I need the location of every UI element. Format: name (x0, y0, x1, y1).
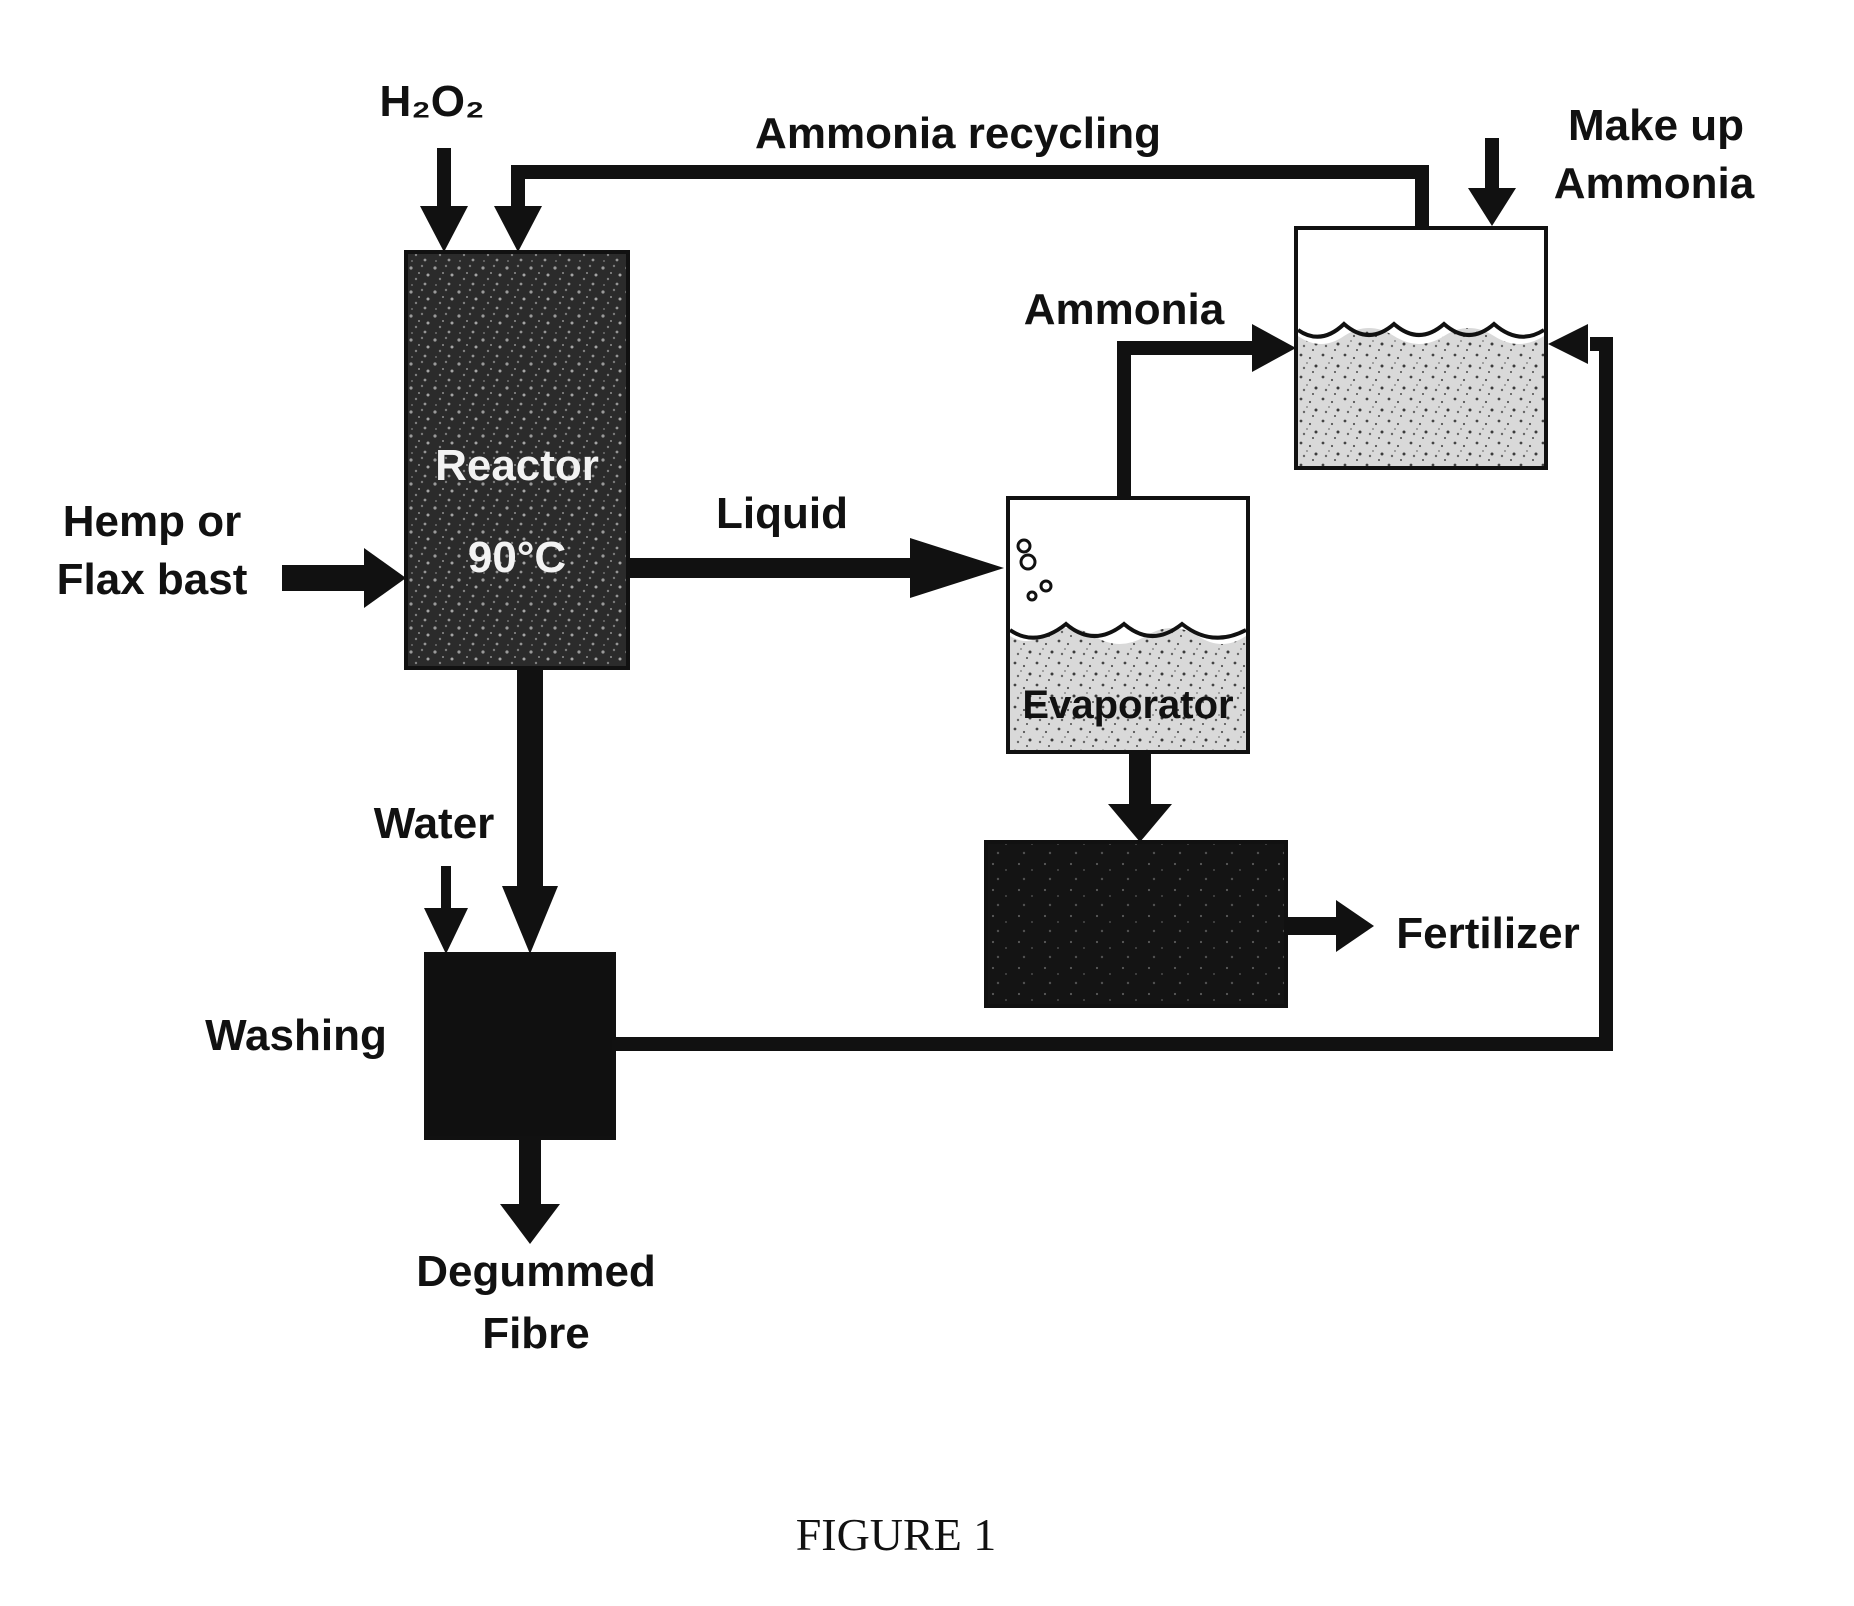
figure-caption: FIGURE 1 (796, 1509, 997, 1560)
fertilizer-tank (986, 842, 1286, 1006)
ammonia-tank (1296, 228, 1546, 468)
hemp-feed-arrow (282, 548, 406, 608)
flax-bast-label: Flax bast (57, 555, 248, 604)
water-label: Water (374, 799, 495, 848)
washing-unit (426, 954, 614, 1138)
liquid-flow-arrow (628, 538, 1004, 598)
ammonia-label: Ammonia (1024, 285, 1225, 334)
evaporator-label: Evaporator (1022, 683, 1233, 727)
make-up-ammonia-arrow (1468, 138, 1516, 226)
make-up-ammonia-label: Ammonia (1554, 159, 1755, 208)
hemp-label: Hemp or (63, 497, 241, 546)
ammonia-recycling-label: Ammonia recycling (755, 109, 1161, 158)
reactor-temperature-label: 90°C (468, 533, 566, 582)
evaporator-to-fertilizer-arrow (1108, 752, 1172, 842)
ammonia-recycling-line (494, 172, 1422, 252)
fertilizer-label: Fertilizer (1396, 909, 1579, 958)
reactor-to-washing-arrow (502, 668, 558, 954)
degummed-fibre-arrow (500, 1138, 560, 1244)
h2o2-label: H₂O₂ (379, 77, 484, 126)
liquid-label: Liquid (716, 489, 848, 538)
reactor-label: Reactor (435, 441, 599, 490)
fertilizer-output-arrow (1286, 900, 1374, 952)
reactor-vessel: Reactor 90°C (406, 252, 628, 668)
make-up-label: Make up (1568, 101, 1744, 150)
washing-label: Washing (205, 1011, 387, 1060)
h2o2-feed-arrow (420, 148, 468, 252)
degummed-label: Degummed (416, 1247, 656, 1296)
evaporator-vessel: Evaporator (1008, 498, 1248, 752)
ammonia-vapor-line (1124, 324, 1296, 498)
fibre-label: Fibre (482, 1309, 590, 1358)
water-feed-arrow (424, 866, 468, 954)
